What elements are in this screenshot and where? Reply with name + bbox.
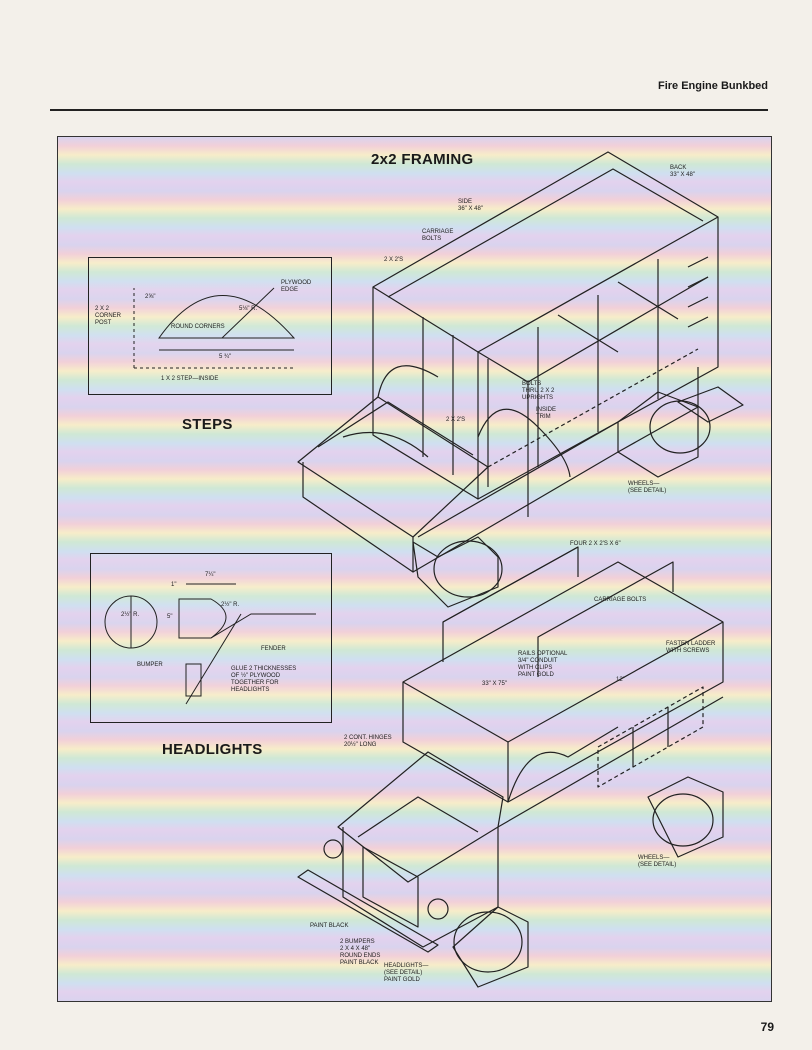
- corner-post-note: 2 x 2 CORNER POST: [95, 306, 122, 326]
- dim-top: 7¼": [205, 572, 216, 578]
- rails-optional-label: RAILS OPTIONAL 3/4" CONDUIT WITH CLIPS P…: [518, 651, 568, 678]
- upper-bunk-drawing: [297, 151, 744, 608]
- dim-side: 5": [167, 614, 173, 620]
- two-by-twos-lower-label: 2 x 2's: [446, 417, 466, 423]
- inside-trim-label: INSIDE TRIM: [536, 407, 557, 420]
- side-label: SIDE 36" x 48": [458, 199, 483, 212]
- plywood-edge-note: PLYWOOD EDGE: [281, 280, 312, 293]
- step-inside-note: 1 x 2 STEP—INSIDE: [161, 376, 219, 382]
- headlights-detail-inset: 7¼" 1" 5" 2½" R. 2½" R. FENDER BUMPER GL…: [90, 553, 332, 723]
- step-width: 5 ¾": [219, 354, 232, 360]
- running-title: Fire Engine Bunkbed: [657, 80, 768, 92]
- bumper-label: BUMPER: [137, 662, 163, 668]
- radius-left: 2½" R.: [121, 612, 140, 618]
- fender-label: FENDER: [261, 646, 286, 652]
- illustration-plate: 2x2 FRAMING 2 x 2 CORNER POST PLYWOOD ED…: [57, 136, 772, 1002]
- four-2x2-label: FOUR 2 x 2's x 6": [570, 541, 621, 547]
- wheels-label-upper: WHEELS— (SEE DETAIL): [628, 481, 667, 494]
- cont-hinges-label: 2 CONT. HINGES 20½" LONG: [344, 735, 392, 748]
- bolts-thru-label: BOLTS THRU 2 x 2 UPRIGHTS: [522, 381, 555, 401]
- header-rule: [50, 109, 768, 111]
- bumpers-label: 2 BUMPERS 2 x 4 x 48" ROUND ENDS PAINT B…: [340, 939, 381, 966]
- back-label: BACK 33" x 48": [670, 165, 695, 178]
- fasten-ladder-label: FASTEN LADDER WITH SCREWS: [666, 641, 716, 654]
- headlights-label: HEADLIGHTS— (SEE DETAIL) PAINT GOLD: [384, 963, 429, 983]
- dim-12-label: 12": [616, 677, 625, 683]
- dim-small: 1": [171, 582, 177, 588]
- glue-note: GLUE 2 THICKNESSES OF ½" PLYWOOD TOGETHE…: [231, 666, 297, 693]
- steps-title: STEPS: [182, 416, 233, 433]
- isometric-drawings: [297, 151, 744, 988]
- headlights-title: HEADLIGHTS: [162, 741, 263, 758]
- carriage-bolts-label: CARRIAGE BOLTS: [422, 229, 454, 242]
- round-corners-note: ROUND CORNERS: [171, 324, 225, 330]
- page-number: 79: [760, 1020, 774, 1034]
- radius-right: 2½" R.: [221, 602, 240, 608]
- steps-detail-inset: 2 x 2 CORNER POST PLYWOOD EDGE ROUND COR…: [88, 257, 332, 395]
- paint-black-label: PAINT BLACK: [310, 923, 349, 929]
- step-radius: 5⅛" R.: [239, 306, 258, 312]
- framing-title: 2x2 FRAMING: [371, 151, 474, 168]
- step-height: 2⅝": [145, 294, 156, 300]
- two-by-twos-upper-label: 2 x 2's: [384, 257, 404, 263]
- carriage-bolts-lower-label: CARRIAGE BOLTS: [594, 597, 647, 603]
- lower-bunk-drawing: [297, 546, 724, 988]
- wheels-label-lower: WHEELS— (SEE DETAIL): [638, 855, 677, 868]
- dim-33-label: 33" x 75": [482, 681, 507, 687]
